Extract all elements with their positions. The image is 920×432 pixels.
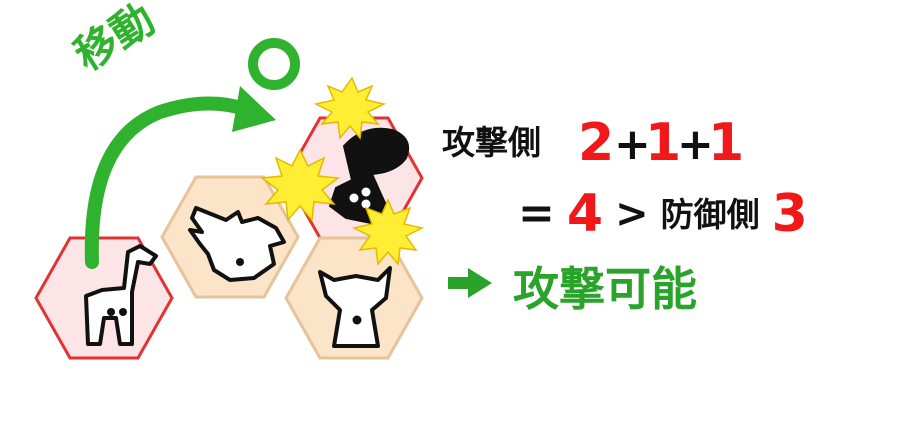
attack-total: 4 [566, 184, 604, 244]
impact-burst-icon [313, 76, 387, 140]
attack-term: 1 [645, 113, 682, 173]
comparison-line: = 4 > 防御側 3 [518, 188, 808, 240]
move-arrow [84, 86, 276, 269]
impact-burst-icon [260, 148, 340, 222]
attack-side-label: 攻撃側 [442, 123, 541, 162]
giraffe-piece-icon [84, 244, 158, 346]
destination-ring-icon [248, 38, 300, 90]
attack-possible-label: 攻撃可能 [513, 262, 697, 316]
plus-sign: + [677, 119, 714, 170]
plus-sign: + [614, 119, 651, 170]
result-arrow-icon [448, 268, 492, 298]
white-cat-piece-icon [318, 266, 392, 348]
attack-term: 2 [578, 113, 615, 173]
equals-sign: = [518, 188, 555, 239]
attack-term: 1 [708, 113, 745, 173]
defense-side-label: 防御側 [660, 194, 760, 234]
impact-burst-icon [351, 198, 425, 266]
black-piece-icon [328, 127, 410, 226]
greater-than-sign: > [615, 191, 649, 237]
phoenix-piece-icon [188, 206, 286, 282]
defense-value: 3 [771, 184, 808, 244]
